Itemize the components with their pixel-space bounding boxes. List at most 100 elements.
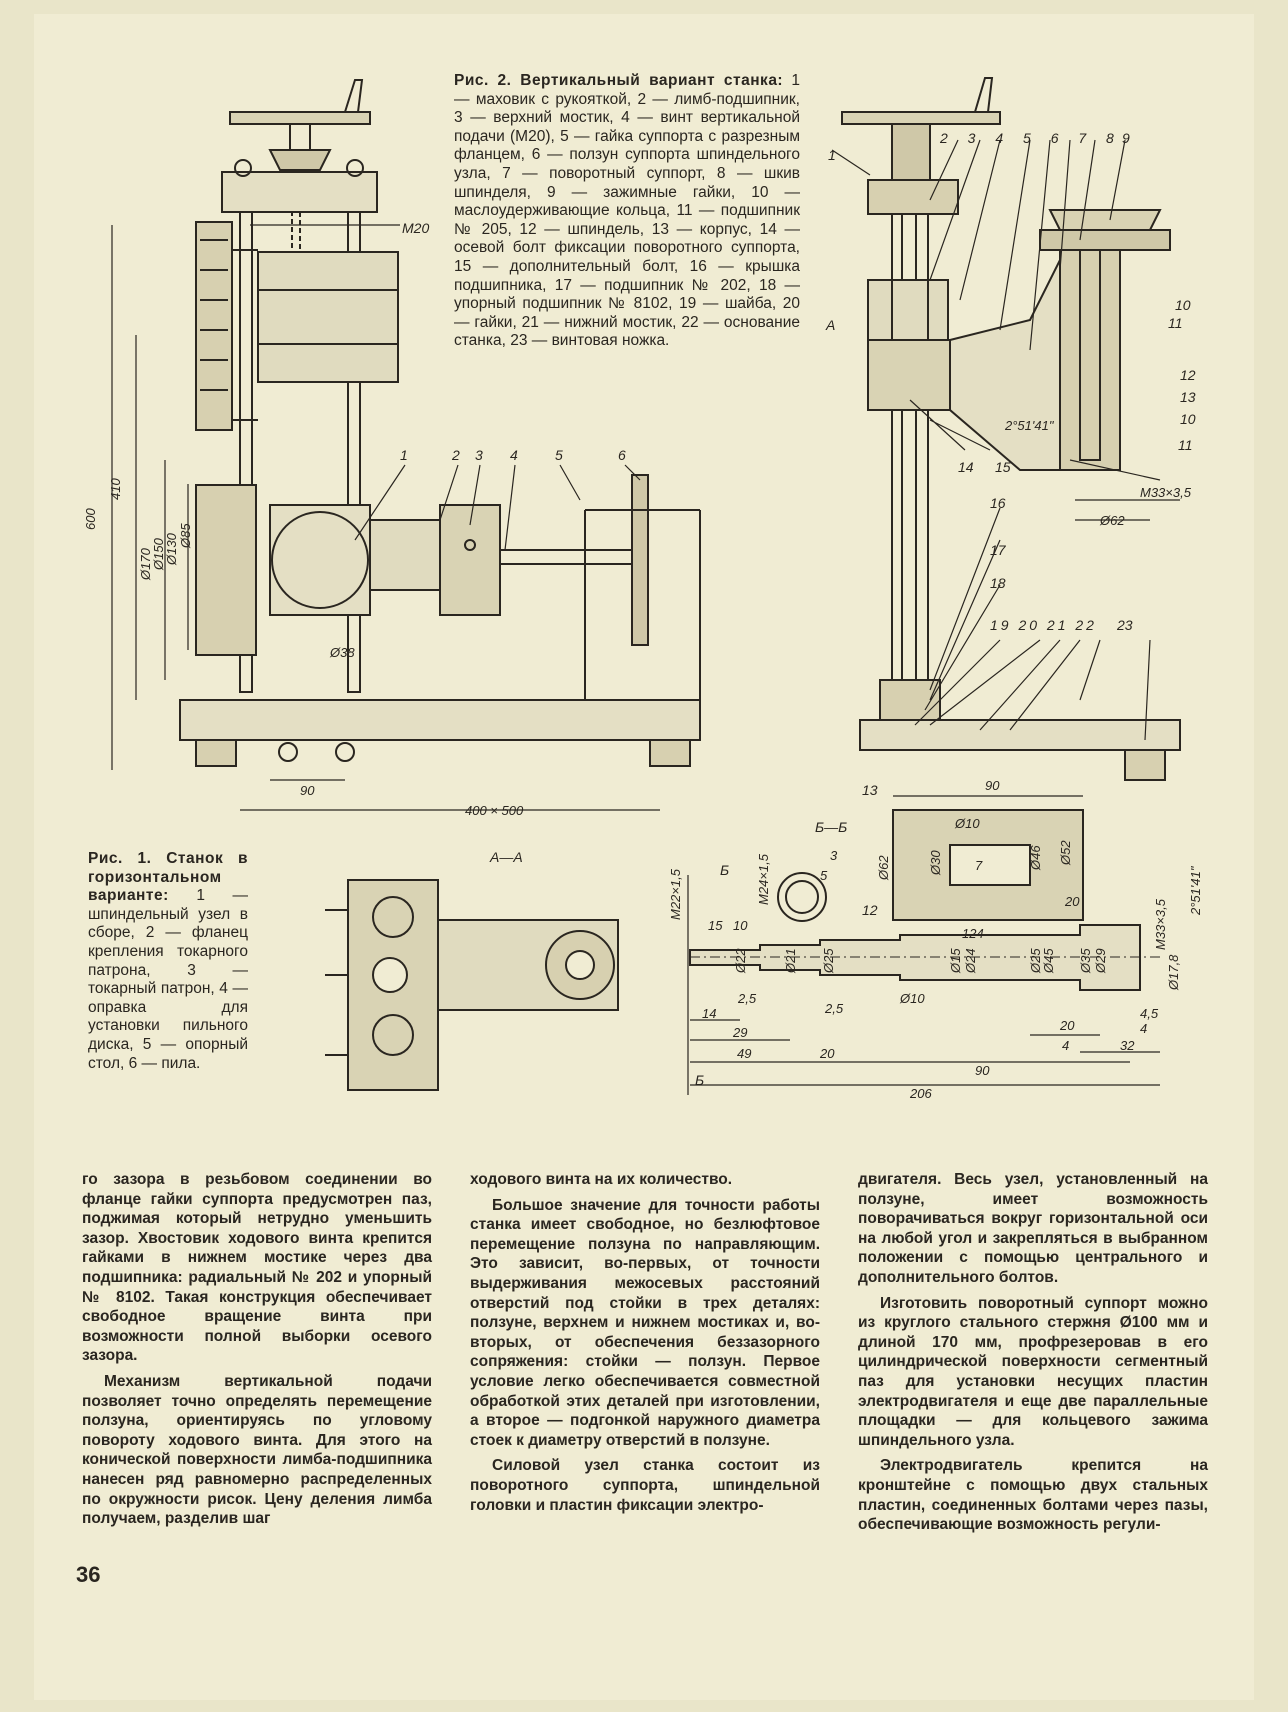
shaft-14: 14 xyxy=(702,1006,716,1021)
column-3-paragraph: Электродвигатель крепится на кронштейне … xyxy=(858,1457,1208,1534)
fig1-num-5: 5 xyxy=(555,447,563,463)
bb-dim-5: 5 xyxy=(820,868,828,883)
bush-dim-62: Ø62 xyxy=(876,855,891,881)
bush-dim-20: 20 xyxy=(1064,894,1080,909)
fig1-dim-600: 600 xyxy=(83,508,98,530)
shaft-d25b: Ø25 xyxy=(1028,948,1043,974)
shaft-d29: Ø29 xyxy=(1093,948,1108,974)
shaft-29: 29 xyxy=(732,1025,747,1040)
shaft-d24: Ø24 xyxy=(963,948,978,974)
shaft-angle: 2°51'41" xyxy=(1188,865,1203,916)
shaft-d35: Ø35 xyxy=(1078,948,1093,974)
bush-dim-90: 90 xyxy=(985,778,1000,793)
fig1-dim-150: Ø150 xyxy=(151,537,166,571)
shaft-20b: 20 xyxy=(1059,1018,1075,1033)
bush-dim-30: Ø30 xyxy=(928,850,943,876)
fig1-dim-130: Ø130 xyxy=(164,532,179,566)
shaft-m24: М24×1,5 xyxy=(756,853,771,905)
fig2-num-12: 12 xyxy=(1180,367,1196,383)
shaft-206: 206 xyxy=(909,1086,932,1101)
shaft-25d: 2,5 xyxy=(824,1001,844,1016)
fig2-caption-title: Рис. 2. Вертикальный вариант станка: xyxy=(454,72,784,89)
column-2-paragraph: ходового винта на их количество. xyxy=(470,1171,733,1188)
shaft-m33: М33×3,5 xyxy=(1153,898,1168,950)
fig2-num-10: 10 xyxy=(1175,297,1191,313)
fig2-thread: М33×3,5 xyxy=(1140,485,1192,500)
fig1-dim-410: 410 xyxy=(108,478,123,500)
bb-dim-3: 3 xyxy=(830,848,838,863)
fig2-num-16: 16 xyxy=(990,495,1006,511)
shaft-section-b-top: Б xyxy=(720,862,729,878)
text-column-2: ходового винта на их количество. Большое… xyxy=(470,1170,820,1521)
fig1-dim-base: 400 × 500 xyxy=(465,803,524,818)
shaft-m22: М22×1,5 xyxy=(668,868,683,920)
bush-dim-10: Ø10 xyxy=(954,816,980,831)
shaft-d22: Ø22 xyxy=(733,948,748,974)
section-aa-label: А—А xyxy=(489,849,523,865)
text-column-3: двигателя. Весь узел, установленный на п… xyxy=(858,1170,1208,1541)
column-1-paragraph: го зазора в резьбовом соединении во флан… xyxy=(82,1171,432,1365)
fig2-num-23: 23 xyxy=(1116,617,1133,633)
fig1-dim-38: Ø38 xyxy=(329,645,355,660)
fig2-angle: 2°51'41" xyxy=(1004,418,1055,433)
fig1-num-2: 2 xyxy=(451,447,460,463)
fig2-num-18: 18 xyxy=(990,575,1006,591)
part-12-label: 12 xyxy=(862,902,878,918)
bush-dim-52: Ø52 xyxy=(1058,840,1073,866)
column-2-paragraph: Силовой узел станка состоит из поворотно… xyxy=(470,1457,820,1514)
fig2-num-2-8: 2 3 4 5 6 7 8 xyxy=(939,130,1122,146)
fig2-num-11: 11 xyxy=(1168,315,1183,331)
part-13-label: 13 xyxy=(862,782,878,798)
bush-dim-124: 124 xyxy=(962,926,984,941)
fig2-num-11b: 11 xyxy=(1178,437,1193,453)
fig2-num-13: 13 xyxy=(1180,389,1196,405)
fig1-caption: Рис. 1. Станок в горизонтальном варианте… xyxy=(88,850,248,1073)
text-column-1: го зазора в резьбовом соединении во флан… xyxy=(82,1170,432,1535)
column-3-paragraph: Изготовить поворотный суппорт можно из к… xyxy=(858,1294,1208,1449)
shaft-25c: 2,5 xyxy=(737,991,757,1006)
fig2-num-9: 9 xyxy=(1122,130,1130,146)
fig2-num-1: 1 xyxy=(828,147,836,163)
fig1-num-1: 1 xyxy=(400,447,408,463)
page-number: 36 xyxy=(76,1562,101,1587)
shaft-4: 4 xyxy=(1062,1038,1069,1053)
column-3-paragraph: двигателя. Весь узел, установленный на п… xyxy=(858,1171,1208,1286)
shaft-4b: 4 xyxy=(1140,1021,1147,1036)
shaft-d178: Ø17,8 xyxy=(1166,954,1181,991)
fig1-num-4: 4 xyxy=(510,447,518,463)
fig2-num-19-22: 19 20 21 22 xyxy=(990,617,1097,633)
fig1-dim-90: 90 xyxy=(300,783,315,798)
column-2-paragraph: Большое значение для точности работы ста… xyxy=(470,1196,820,1449)
fig2-section-a: А xyxy=(825,317,835,333)
fig2-num-14: 14 xyxy=(958,459,974,475)
shaft-10a: 10 xyxy=(733,918,748,933)
shaft-d25: Ø25 xyxy=(821,948,836,974)
fig2-num-17: 17 xyxy=(990,542,1007,558)
fig1-dim-85: Ø85 xyxy=(178,523,193,549)
shaft-45b: 4,5 xyxy=(1140,1006,1159,1021)
fig2-d62: Ø62 xyxy=(1099,513,1125,528)
fig2-num-10b: 10 xyxy=(1180,411,1196,427)
section-bb-label: Б—Б xyxy=(815,819,847,835)
shaft-90: 90 xyxy=(975,1063,990,1078)
fig1-caption-title: Рис. 1. Станок в горизонтальном варианте… xyxy=(88,850,248,905)
fig1-num-6: 6 xyxy=(618,447,626,463)
bush-dim-7: 7 xyxy=(975,858,983,873)
fig1-caption-text: 1 — шпиндельный узел в сборе, 2 — фланец… xyxy=(88,887,248,1072)
shaft-32: 32 xyxy=(1120,1038,1135,1053)
shaft-49: 49 xyxy=(737,1046,751,1061)
shaft-section-b-bottom: Б xyxy=(695,1072,704,1088)
shaft-20: 20 xyxy=(819,1046,835,1061)
fig1-dim-170: Ø170 xyxy=(138,547,153,581)
bush-dim-46: Ø46 xyxy=(1028,845,1043,871)
fig1-m20: М20 xyxy=(402,220,429,236)
shaft-d15b: Ø15 xyxy=(948,948,963,974)
shaft-d45: Ø45 xyxy=(1041,948,1056,974)
fig2-num-15: 15 xyxy=(995,459,1011,475)
column-1-paragraph: Механизм вертикальной подачи позволяет т… xyxy=(82,1372,432,1528)
shaft-d21: Ø21 xyxy=(783,948,798,974)
fig1-num-3: 3 xyxy=(475,447,483,463)
shaft-d10: Ø10 xyxy=(899,991,925,1006)
